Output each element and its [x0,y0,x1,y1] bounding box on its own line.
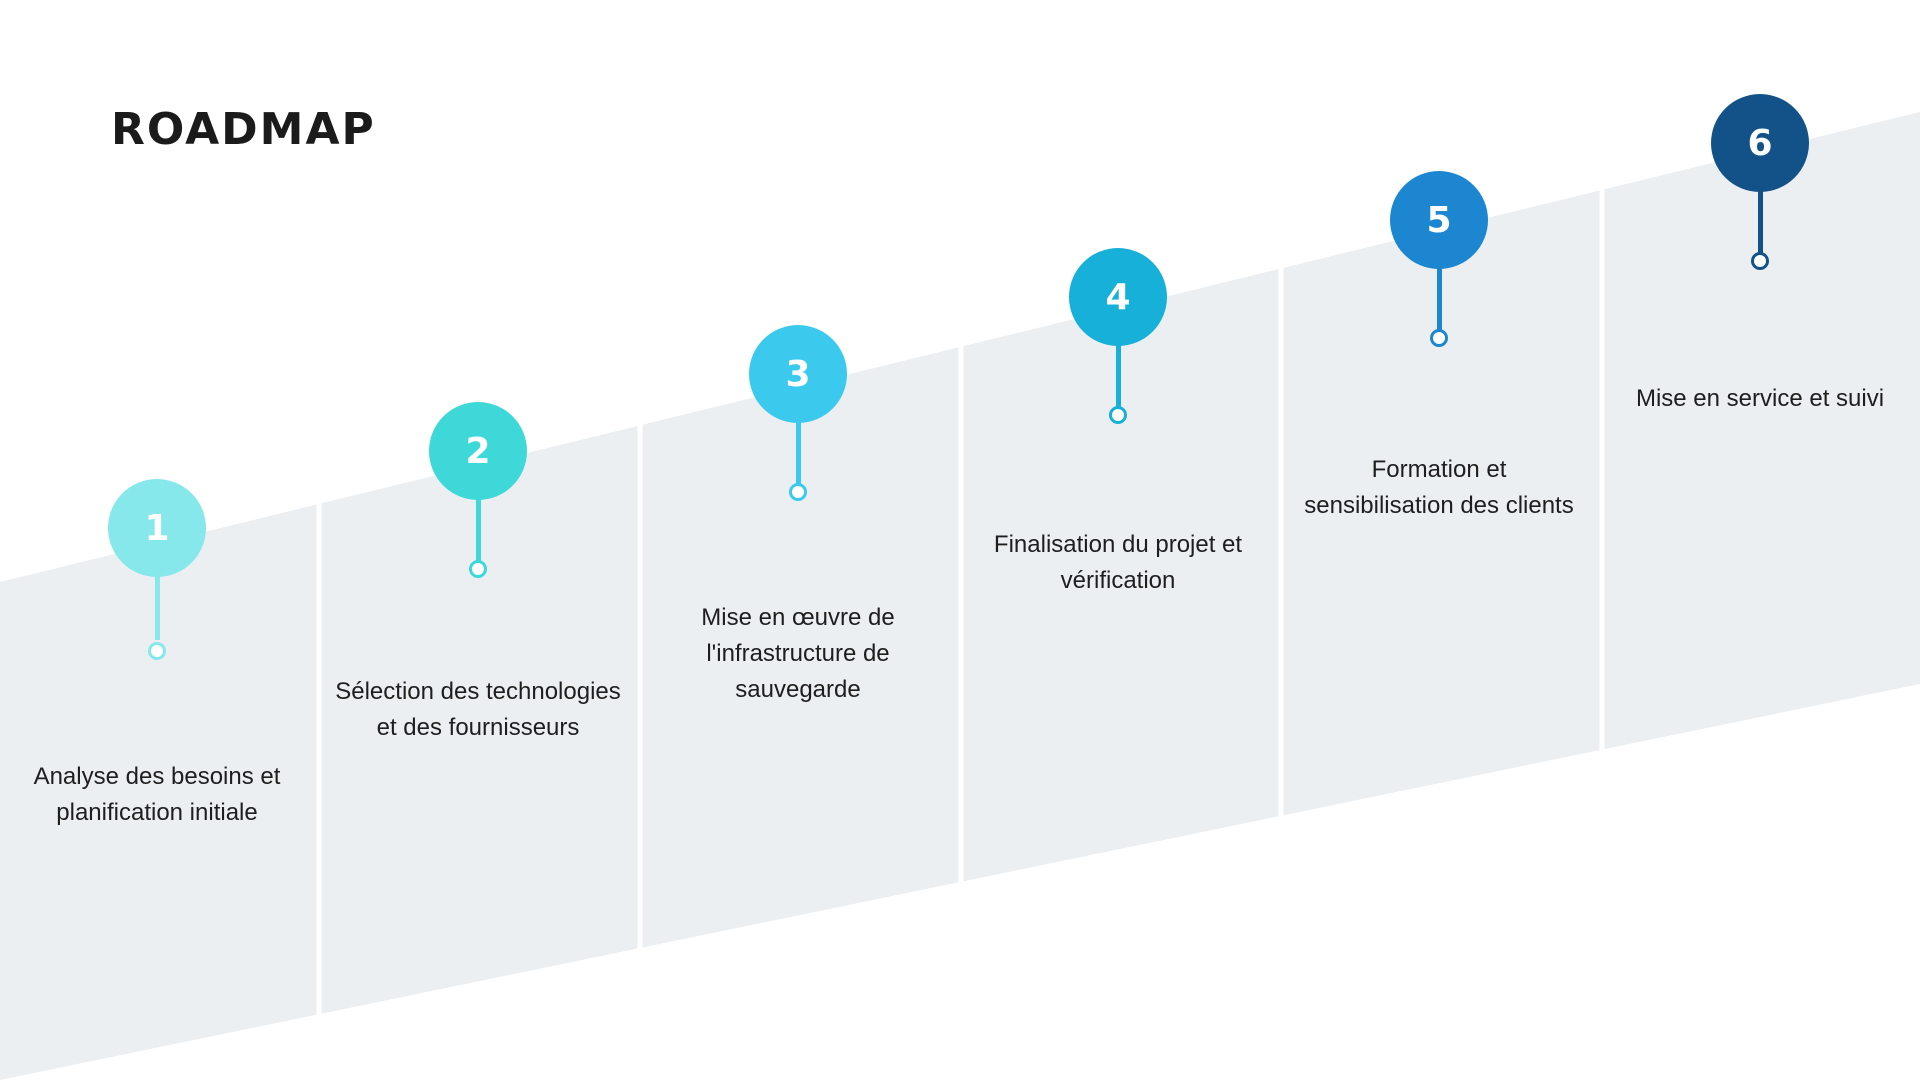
step-label: Formation et sensibilisation des clients [1304,456,1574,519]
step-label: Mise en service et suivi [1635,385,1885,412]
step-number-badge: 4 [1069,248,1167,346]
step-label: Sélection des technologies et des fourni… [335,678,621,741]
step-anchor-dot [469,560,487,578]
step-anchor-dot [1751,252,1769,270]
step-anchor-dot [1430,329,1448,347]
page-title: ROADMAP [111,104,376,155]
step-anchor-dot [148,642,166,660]
step-label: Mise en œuvre de l'infrastructure de sau… [701,604,895,703]
step-number-badge: 3 [749,325,847,423]
step-label: Finalisation du projet et vérification [993,531,1243,594]
step-anchor-dot [789,483,807,501]
step-connector [1115,337,1121,409]
step-connector [1436,260,1442,332]
step-number-badge: 2 [429,402,527,500]
step-connector [795,414,801,486]
band-dividers [316,185,1605,1019]
step-connector [154,568,160,640]
step-label: Analyse des besoins et planification ini… [33,763,281,826]
step-anchor-dot [1109,406,1127,424]
step-number-badge: 6 [1711,94,1809,192]
step-connector [1757,183,1763,255]
step-number-badge: 5 [1390,171,1488,269]
step-connector [475,491,481,563]
step-number-badge: 1 [108,479,206,577]
